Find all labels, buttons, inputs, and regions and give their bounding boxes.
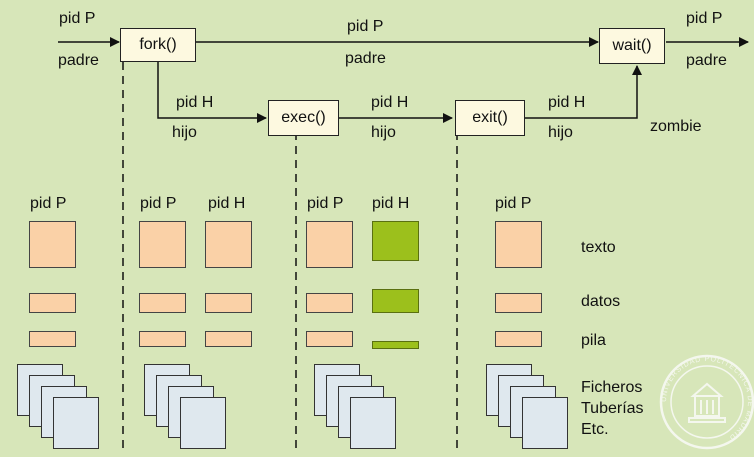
col3-child-data-segment: [372, 289, 419, 313]
col2-parent-data-segment: [139, 293, 186, 313]
zombie-label: zombie: [650, 118, 702, 135]
col2-file-stack: [144, 364, 226, 450]
child-pid-label-3: pid H: [548, 94, 586, 111]
file-icon: [350, 397, 396, 449]
exec-box: exec(): [268, 100, 339, 136]
exit-box: exit(): [455, 100, 525, 136]
col3-header-pid-p: pid P: [307, 195, 344, 212]
col2-parent-stack-segment: [139, 331, 186, 347]
col1-header-pid-p: pid P: [30, 195, 67, 212]
col4-data-segment: [495, 293, 542, 313]
legend-datos: datos: [581, 293, 621, 310]
child-hijo-label-3: hijo: [548, 124, 573, 141]
file-icon: [522, 397, 568, 449]
col2-child-text-segment: [205, 221, 252, 268]
col2-child-data-segment: [205, 293, 252, 313]
university-seal: UNIVERSIDAD POLITÉCNICA DE MADRID: [659, 354, 754, 450]
col3-file-stack: [314, 364, 396, 450]
child-hijo-label-2: hijo: [371, 124, 396, 141]
col3-parent-stack-segment: [306, 331, 353, 347]
parent-padre-label: padre: [345, 50, 386, 67]
legend-pila: pila: [581, 332, 606, 349]
child-pid-label-2: pid H: [371, 94, 409, 111]
output-padre-label: padre: [686, 52, 727, 69]
legend-texto: texto: [581, 239, 616, 256]
file-icon: [180, 397, 226, 449]
legend-etc: Etc.: [581, 421, 609, 438]
input-pid-label: pid P: [59, 10, 96, 27]
output-pid-label: pid P: [686, 10, 723, 27]
parent-pid-label: pid P: [347, 18, 384, 35]
col3-child-text-segment: [372, 221, 419, 261]
arrow-fork-exec: [157, 62, 267, 123]
legend-tuberias: Tuberías: [581, 400, 644, 417]
legend-ficheros: Ficheros: [581, 379, 643, 396]
col2-child-stack-segment: [205, 331, 252, 347]
col1-text-segment: [29, 221, 76, 268]
col3-child-stack-segment: [372, 341, 419, 349]
child-pid-label-1: pid H: [176, 94, 214, 111]
col1-stack-segment: [29, 331, 76, 347]
arrow-exit-wait: [523, 65, 642, 119]
file-icon: [53, 397, 99, 449]
col4-header-pid-p: pid P: [495, 195, 532, 212]
col4-stack-segment: [495, 331, 542, 347]
col1-data-segment: [29, 293, 76, 313]
col2-parent-text-segment: [139, 221, 186, 268]
fork-box: fork(): [120, 28, 196, 62]
col3-header-pid-h: pid H: [372, 195, 410, 212]
col4-file-stack: [486, 364, 568, 450]
col2-header-pid-h: pid H: [208, 195, 246, 212]
col2-header-pid-p: pid P: [140, 195, 177, 212]
col1-file-stack: [17, 364, 99, 450]
col4-text-segment: [495, 221, 542, 268]
child-hijo-label-1: hijo: [172, 124, 197, 141]
col3-parent-text-segment: [306, 221, 353, 268]
col3-parent-data-segment: [306, 293, 353, 313]
input-padre-label: padre: [58, 52, 99, 69]
wait-box: wait(): [599, 28, 665, 64]
